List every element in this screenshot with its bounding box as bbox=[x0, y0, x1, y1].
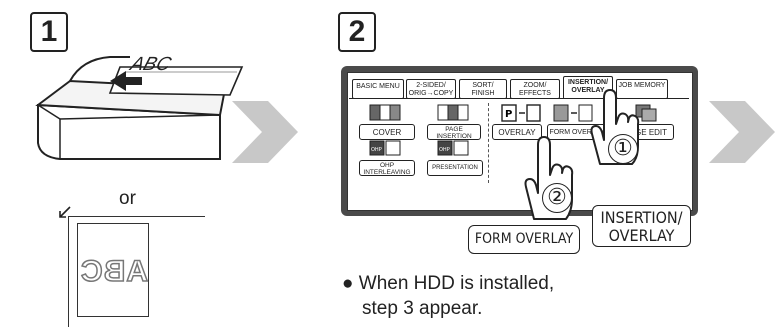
page-edit-icon bbox=[635, 104, 657, 122]
tab-insertion-overlay[interactable]: INSERTION/ OVERLAY bbox=[563, 76, 613, 99]
callout-1: ① bbox=[608, 134, 638, 164]
overlay-button[interactable]: OVERLAY bbox=[492, 124, 542, 140]
cover-button[interactable]: COVER bbox=[359, 124, 415, 140]
form-overlay-large-button[interactable]: FORM OVERLAY bbox=[468, 225, 580, 254]
presentation-button[interactable]: PRESENTATION bbox=[427, 160, 483, 176]
platen-glass bbox=[68, 216, 205, 327]
or-label: or bbox=[119, 188, 136, 209]
next-step-arrow-1 bbox=[232, 101, 298, 163]
feeder-sheet-text: ABC bbox=[127, 54, 174, 75]
form-overlay-icon bbox=[553, 104, 593, 122]
page-insertion-icon bbox=[437, 104, 469, 121]
note-text-1: When HDD is installed, bbox=[358, 273, 555, 294]
note-line-2: step 3 appear. bbox=[362, 298, 483, 319]
tab-divider bbox=[349, 98, 689, 99]
tab-sort-finish[interactable]: SORT/ FINISH bbox=[459, 79, 507, 99]
platen-original-text: ABC bbox=[79, 254, 149, 289]
svg-text:OHP: OHP bbox=[439, 147, 450, 153]
tab-basic-menu[interactable]: BASIC MENU bbox=[352, 79, 404, 99]
section-divider bbox=[488, 103, 489, 183]
note-line-1: ● When HDD is installed, bbox=[342, 273, 554, 295]
overlay-icon: P bbox=[501, 104, 541, 122]
step-2-badge: 2 bbox=[338, 12, 376, 52]
svg-text:P: P bbox=[505, 109, 512, 120]
document-feeder-illustration bbox=[35, 56, 244, 160]
cover-icon bbox=[369, 104, 401, 121]
insertion-overlay-large-tab[interactable]: INSERTION/ OVERLAY bbox=[592, 205, 691, 247]
corner-arrow-icon bbox=[59, 206, 71, 218]
tab-zoom-effects[interactable]: ZOOM/ EFFECTS bbox=[510, 79, 560, 99]
bullet-icon: ● bbox=[342, 273, 354, 294]
tab-2-sided[interactable]: 2-SIDED/ ORIG→COPY bbox=[406, 79, 456, 99]
page-insertion-button[interactable]: PAGE INSERTION bbox=[427, 124, 481, 140]
ohp-interleaving-button[interactable]: OHP INTERLEAVING bbox=[359, 160, 415, 176]
step-1-badge: 1 bbox=[30, 12, 68, 52]
platen-original-sheet bbox=[77, 223, 149, 317]
presentation-icon: OHP bbox=[437, 140, 469, 156]
callout-2: ② bbox=[542, 183, 572, 213]
ohp-interleaving-icon: OHP bbox=[369, 140, 401, 156]
next-step-arrow-2 bbox=[709, 101, 775, 163]
svg-text:OHP: OHP bbox=[371, 147, 382, 153]
